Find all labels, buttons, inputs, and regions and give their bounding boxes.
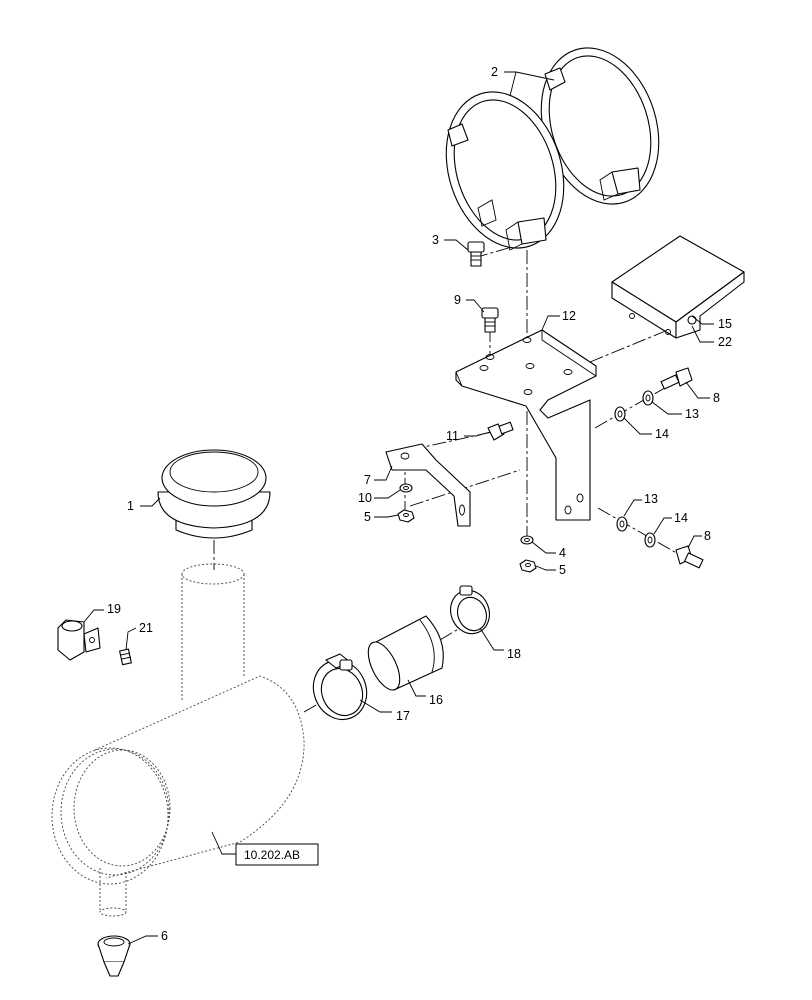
callout-4: 4 <box>559 546 566 560</box>
callout-7: 7 <box>364 473 371 487</box>
reference-label[interactable]: 10.202.AB <box>235 843 319 866</box>
hose-clamp-17 <box>312 653 368 721</box>
callout-13b: 13 <box>644 492 658 506</box>
reference-box[interactable] <box>235 843 319 866</box>
washer-14b <box>644 532 656 548</box>
callout-21: 21 <box>139 621 153 635</box>
washer-13a <box>642 390 654 406</box>
leader-lines <box>83 71 714 945</box>
small-bracket-7 <box>385 443 471 527</box>
washer-4 <box>520 535 534 545</box>
callout-13a: 13 <box>685 407 699 421</box>
air-cleaner-housing <box>51 563 305 917</box>
callout-17: 17 <box>396 709 410 723</box>
callout-5b: 5 <box>559 563 566 577</box>
callout-2: 2 <box>491 65 498 79</box>
callout-14a: 14 <box>655 427 669 441</box>
hose-16 <box>367 615 444 691</box>
callout-18: 18 <box>507 647 521 661</box>
washer-14a <box>614 406 626 422</box>
band-clamp-rear <box>540 47 660 205</box>
callout-3: 3 <box>432 233 439 247</box>
reference-text: 10.202.AB <box>244 848 300 862</box>
callout-22: 22 <box>718 335 732 349</box>
band-clamp-front <box>445 91 565 251</box>
nut-5b <box>519 559 537 573</box>
bolt-8b <box>675 545 704 569</box>
restriction-indicator-19 <box>57 619 101 661</box>
fitting-21 <box>119 648 132 666</box>
bolt-3 <box>467 241 485 267</box>
callout-8a: 8 <box>713 391 720 405</box>
bolt-11 <box>487 421 514 441</box>
dust-valve-6 <box>97 935 131 977</box>
callout-8b: 8 <box>704 529 711 543</box>
callout-12: 12 <box>562 309 576 323</box>
nut-5a <box>397 509 415 523</box>
washer-13b <box>616 516 628 532</box>
callout-15: 15 <box>718 317 732 331</box>
callout-14b: 14 <box>674 511 688 525</box>
callout-6: 6 <box>161 929 168 943</box>
cover-15 <box>611 235 745 339</box>
callout-11: 11 <box>446 429 459 443</box>
callout-10: 10 <box>358 491 372 505</box>
hose-clamp-18 <box>450 585 490 635</box>
bolt-8a <box>660 367 693 390</box>
callout-9: 9 <box>454 293 461 307</box>
precleaner-cap-1 <box>157 449 271 539</box>
callout-19: 19 <box>107 602 121 616</box>
callout-labels: 2 3 9 12 15 22 8 13 14 11 7 10 5 4 5 13 … <box>107 65 732 943</box>
callout-16: 16 <box>429 693 443 707</box>
callout-1: 1 <box>127 499 134 513</box>
washer-10 <box>399 483 413 493</box>
main-bracket-12 <box>455 329 597 521</box>
bolt-9 <box>481 307 499 333</box>
callout-5a: 5 <box>364 510 371 524</box>
